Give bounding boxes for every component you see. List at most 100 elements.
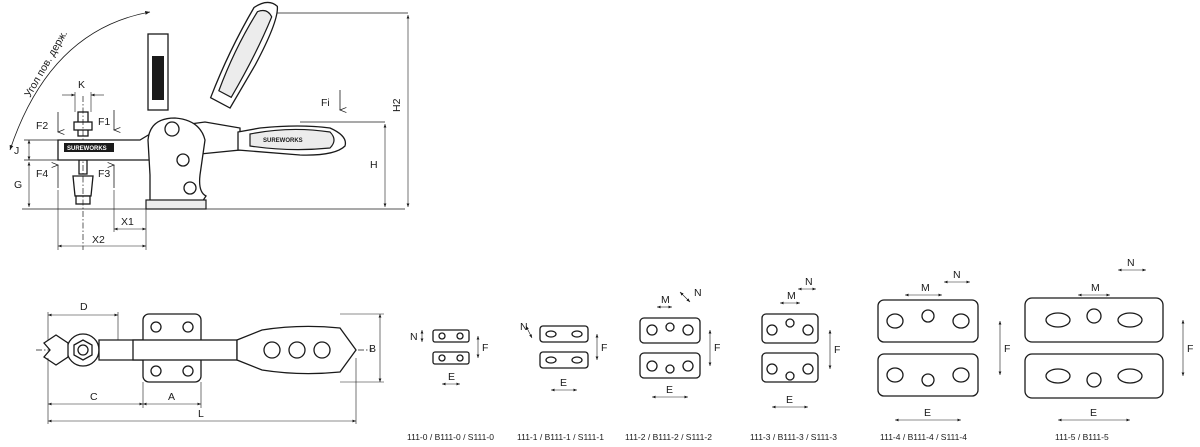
hole: [1086, 308, 1102, 324]
hole: [921, 309, 935, 323]
handle-grip: [249, 128, 335, 151]
h-label: H: [370, 159, 378, 171]
base-plate-variant-5: M N F E 111-5 / B111-5: [1024, 257, 1193, 442]
slot: [1045, 312, 1071, 328]
k-label: K: [78, 79, 85, 91]
slot: [1117, 312, 1143, 328]
m-label: M: [787, 290, 796, 302]
variant-caption: 111-3 / B111-3 / S111-3: [750, 432, 837, 442]
grip-dot-2: [288, 341, 306, 359]
slot: [571, 330, 583, 338]
base-hole-4: [182, 365, 194, 377]
b-label: B: [369, 343, 376, 355]
slot: [1045, 368, 1071, 384]
variant-caption: 111-1 / B111-1 / S111-1: [517, 432, 604, 442]
hole: [438, 332, 446, 340]
m-label: M: [1091, 282, 1100, 294]
n-label: N: [1127, 257, 1135, 269]
arm-label-plate: [64, 143, 114, 152]
plate-lower: [761, 352, 819, 383]
grip-dot-1: [263, 341, 281, 359]
angle-label: Угол пов. держ.: [22, 28, 70, 99]
variant-caption: 111-2 / B111-2 / S111-2: [625, 432, 712, 442]
x2-label: X2: [92, 234, 105, 246]
variant-caption: 111-0 / B111-0 / S111-0: [407, 432, 494, 442]
plate-lower: [539, 351, 589, 369]
f-label: F: [714, 342, 720, 354]
top-view: D C A L B: [36, 301, 384, 424]
side-view: Угол пов. держ. SUREWORKS SUREWORKS: [9, 1, 410, 250]
hole: [646, 324, 658, 336]
f-label: F: [601, 342, 607, 354]
base-plate-variant-3: M N F E 111-3 / B111-3 / S111-3: [750, 276, 840, 442]
e-label: E: [448, 371, 455, 383]
e-label: E: [786, 394, 793, 406]
spindle-nut-center: [77, 344, 89, 356]
base-plate-variant-0: N F E 111-0 / B111-0 / S111-0: [407, 329, 494, 442]
m-label: M: [921, 282, 930, 294]
n-label: N: [805, 276, 813, 288]
a-label: A: [168, 391, 175, 403]
base-plate-variant-4: M N F E 111-4 / B111-4 / S111-4: [877, 269, 1010, 442]
plate-upper: [539, 325, 589, 343]
e-label: E: [666, 384, 673, 396]
g-label: G: [14, 179, 22, 191]
base-hole-2: [182, 321, 194, 333]
hole: [646, 360, 658, 372]
base-hole-3: [150, 365, 162, 377]
fi-label: Fi: [321, 97, 330, 109]
f-label: F: [834, 344, 840, 356]
e-label: E: [560, 377, 567, 389]
hole: [802, 363, 814, 375]
slot: [952, 313, 970, 329]
pivot-2: [176, 153, 190, 167]
h2-label: H2: [391, 98, 403, 112]
pivot-1: [164, 121, 180, 137]
n-label: N: [520, 321, 528, 333]
hole: [921, 373, 935, 387]
hole: [438, 354, 446, 362]
spindle-upright-label: [152, 56, 164, 100]
hole: [456, 332, 464, 340]
variant-caption: 111-5 / B111-5: [1055, 432, 1109, 442]
handle-open: [209, 1, 278, 109]
n-label: N: [410, 331, 418, 343]
slot: [545, 330, 557, 338]
j-label: J: [14, 145, 19, 157]
hole: [682, 360, 694, 372]
hole: [665, 364, 675, 374]
f1-label: F1: [98, 116, 110, 128]
hole: [456, 354, 464, 362]
slot: [952, 367, 970, 383]
angle-arc: [9, 10, 151, 151]
f4-label: F4: [36, 168, 48, 180]
base-plate-variant-2: M N F E 111-2 / B111-2 / S111-2: [625, 287, 720, 442]
c-label: C: [90, 391, 98, 403]
hole: [785, 318, 795, 328]
hole: [1086, 372, 1102, 388]
hole: [665, 322, 675, 332]
body-top: [132, 339, 238, 361]
f-label: F: [482, 342, 488, 354]
f-label: F: [1187, 343, 1193, 355]
x1-label: X1: [121, 216, 134, 228]
plate-upper: [761, 313, 819, 344]
mounting-base: [145, 199, 207, 210]
arm-brand-text: SUREWORKS: [67, 146, 107, 152]
base-plate-variant-1: N F E 111-1 / B111-1 / S111-1: [517, 321, 607, 442]
slot: [571, 356, 583, 364]
n-label: N: [694, 287, 702, 299]
f3-label: F3: [98, 168, 110, 180]
e-label: E: [1090, 407, 1097, 419]
n-dim: [679, 291, 691, 303]
hole: [766, 363, 778, 375]
hole: [682, 324, 694, 336]
handle-brand-text: SUREWORKS: [263, 138, 303, 144]
hole: [802, 324, 814, 336]
arm-jaw: [43, 334, 69, 366]
hole: [766, 324, 778, 336]
l-label: L: [198, 408, 204, 420]
slot: [545, 356, 557, 364]
grip-dot-3: [313, 341, 331, 359]
